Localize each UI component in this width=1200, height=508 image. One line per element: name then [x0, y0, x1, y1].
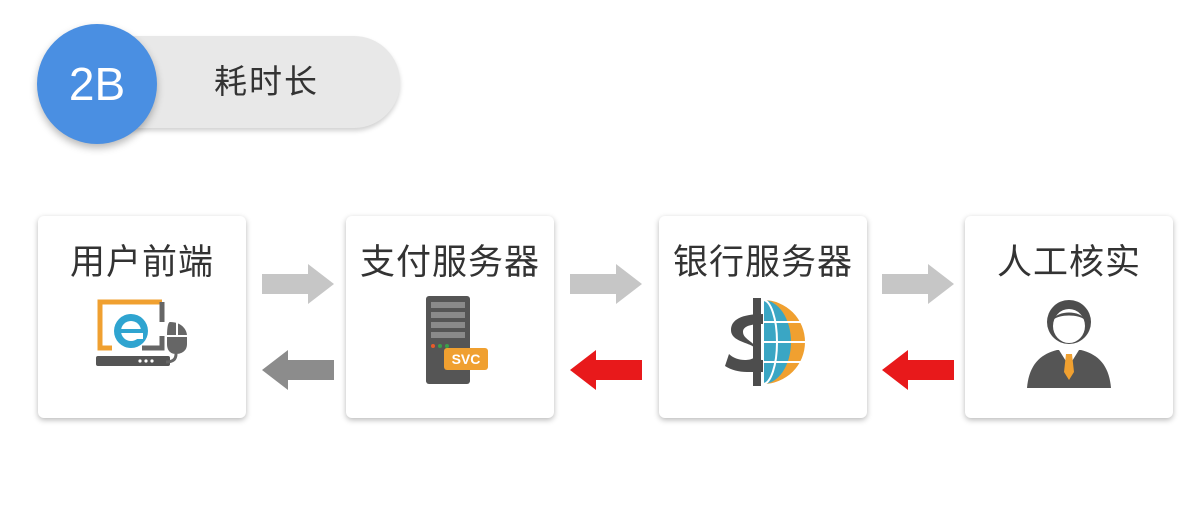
node-bank-server: 银行服务器	[659, 216, 867, 418]
computer-browser-icon	[96, 299, 187, 366]
node-manual-review: 人工核实	[965, 216, 1173, 418]
arrow-right	[882, 264, 954, 304]
arrow-left-slow	[882, 350, 954, 390]
node-label: 用户前端	[69, 243, 214, 283]
node-label: 银行服务器	[672, 243, 853, 283]
step-badge: 2B	[37, 24, 157, 144]
arrow-left-slow	[570, 350, 642, 390]
arrow-right	[262, 264, 334, 304]
header-title: 耗时长	[214, 62, 319, 101]
node-label: 支付服务器	[359, 243, 540, 283]
arrow-left	[262, 350, 334, 390]
dollar-globe-icon	[725, 298, 805, 386]
svc-label: SVC	[452, 351, 481, 367]
server-svc-icon: SVC	[426, 296, 488, 384]
person-icon	[1027, 300, 1111, 388]
node-payment-server: 支付服务器 SVC	[346, 216, 554, 418]
node-label: 人工核实	[996, 243, 1141, 283]
arrow-right	[570, 264, 642, 304]
node-user-frontend: 用户前端	[38, 216, 246, 418]
